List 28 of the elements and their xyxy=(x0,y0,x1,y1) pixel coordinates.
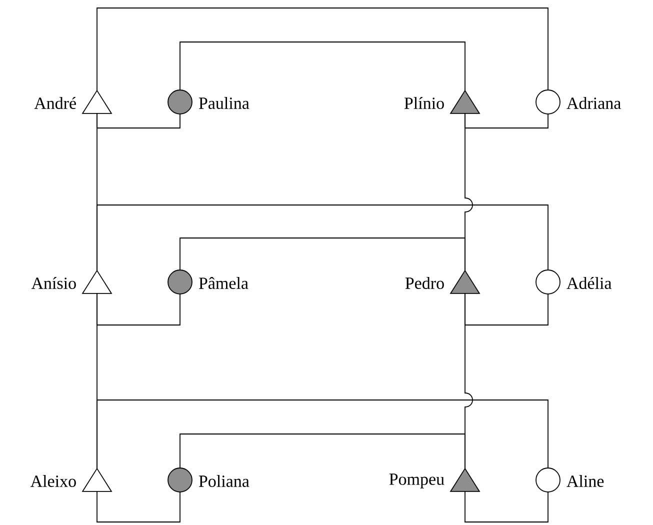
kinship-line xyxy=(464,113,473,271)
person-name: Adriana xyxy=(566,97,621,109)
kinship-line xyxy=(96,491,180,522)
person-name: Adélia xyxy=(566,277,612,289)
person-name: Anísio xyxy=(31,277,76,289)
kinship-line xyxy=(464,293,548,326)
person-name: Plínio xyxy=(404,97,444,109)
person-name: Pompeu xyxy=(389,474,444,488)
kinship-line xyxy=(96,8,548,91)
kinship-line xyxy=(464,293,473,469)
person-name: Aleixo xyxy=(30,475,76,487)
person-name: Pâmela xyxy=(198,277,248,289)
kinship-line xyxy=(464,113,548,128)
person-name: Paulina xyxy=(198,97,250,109)
kinship-line xyxy=(180,434,466,469)
kinship-line xyxy=(464,491,548,522)
person-name: Aline xyxy=(566,475,604,487)
kinship-line xyxy=(96,113,98,271)
kinship-line xyxy=(96,293,98,469)
person-name: André xyxy=(34,97,76,109)
kinship-line xyxy=(180,238,466,271)
person-name: Poliana xyxy=(198,475,250,487)
kinship-line xyxy=(96,204,548,271)
person-name: Pedro xyxy=(405,277,444,289)
kinship-line xyxy=(180,42,466,91)
kinship-line xyxy=(96,400,548,469)
kinship-line xyxy=(96,113,180,128)
kinship-line xyxy=(96,293,180,326)
